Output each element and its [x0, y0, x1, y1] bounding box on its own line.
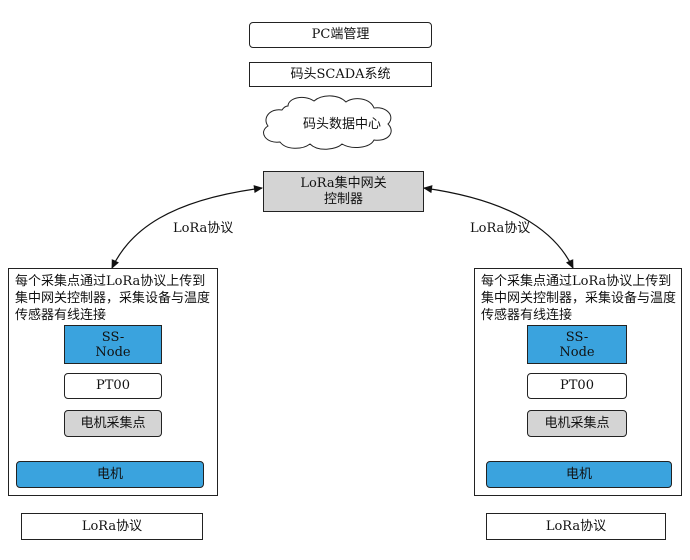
- left-motor-collection-point-box: 电机采集点: [64, 410, 162, 437]
- right-motor-collection-point-box: 电机采集点: [527, 410, 627, 437]
- left-pt00-label: PT00: [96, 378, 130, 393]
- right-lora-link-arrow: [423, 185, 574, 269]
- gateway-controller-label: LoRa集中网关 控制器: [300, 175, 387, 207]
- data-center-label: 码头数据中心: [302, 117, 381, 132]
- right-panel-description: 每个采集点通过LoRa协议上传到集中网关控制器，采集设备与温度传感器有线连接: [481, 274, 677, 323]
- right-pt00-label: PT00: [560, 378, 594, 393]
- right-pt00-box: PT00: [527, 373, 627, 399]
- right-motor-collection-point-label: 电机采集点: [544, 415, 610, 431]
- right-ss-node-box: SS- Node: [527, 325, 627, 364]
- left-motor-label: 电机: [96, 466, 123, 482]
- data-center-cloud-shape: [263, 95, 392, 150]
- left-motor-box: 电机: [16, 461, 204, 488]
- right-protocol-label: LoRa协议: [545, 518, 607, 534]
- right-protocol-box: LoRa协议: [486, 513, 666, 540]
- right-motor-label: 电机: [565, 466, 592, 482]
- left-motor-collection-point-label: 电机采集点: [80, 415, 146, 431]
- left-protocol-label: LoRa协议: [81, 518, 143, 534]
- right-link-label: LoRa协议: [470, 221, 531, 236]
- gateway-controller-box: LoRa集中网关 控制器: [263, 171, 424, 212]
- left-ss-node-box: SS- Node: [64, 325, 162, 364]
- left-link-label: LoRa协议: [173, 221, 234, 236]
- left-protocol-box: LoRa协议: [21, 513, 203, 540]
- pc-management-label: PC端管理: [311, 27, 370, 42]
- left-pt00-box: PT00: [64, 373, 162, 399]
- left-panel-description: 每个采集点通过LoRa协议上传到集中网关控制器，采集设备与温度传感器有线连接: [15, 274, 211, 323]
- pc-management-box: PC端管理: [249, 22, 432, 48]
- left-ss-node-label: SS- Node: [95, 329, 131, 360]
- scada-system-box: 码头SCADA系统: [249, 62, 432, 87]
- left-lora-link-arrow: [111, 185, 263, 269]
- right-ss-node-label: SS- Node: [559, 329, 595, 360]
- scada-system-label: 码头SCADA系统: [290, 66, 391, 82]
- right-motor-box: 电机: [486, 461, 672, 488]
